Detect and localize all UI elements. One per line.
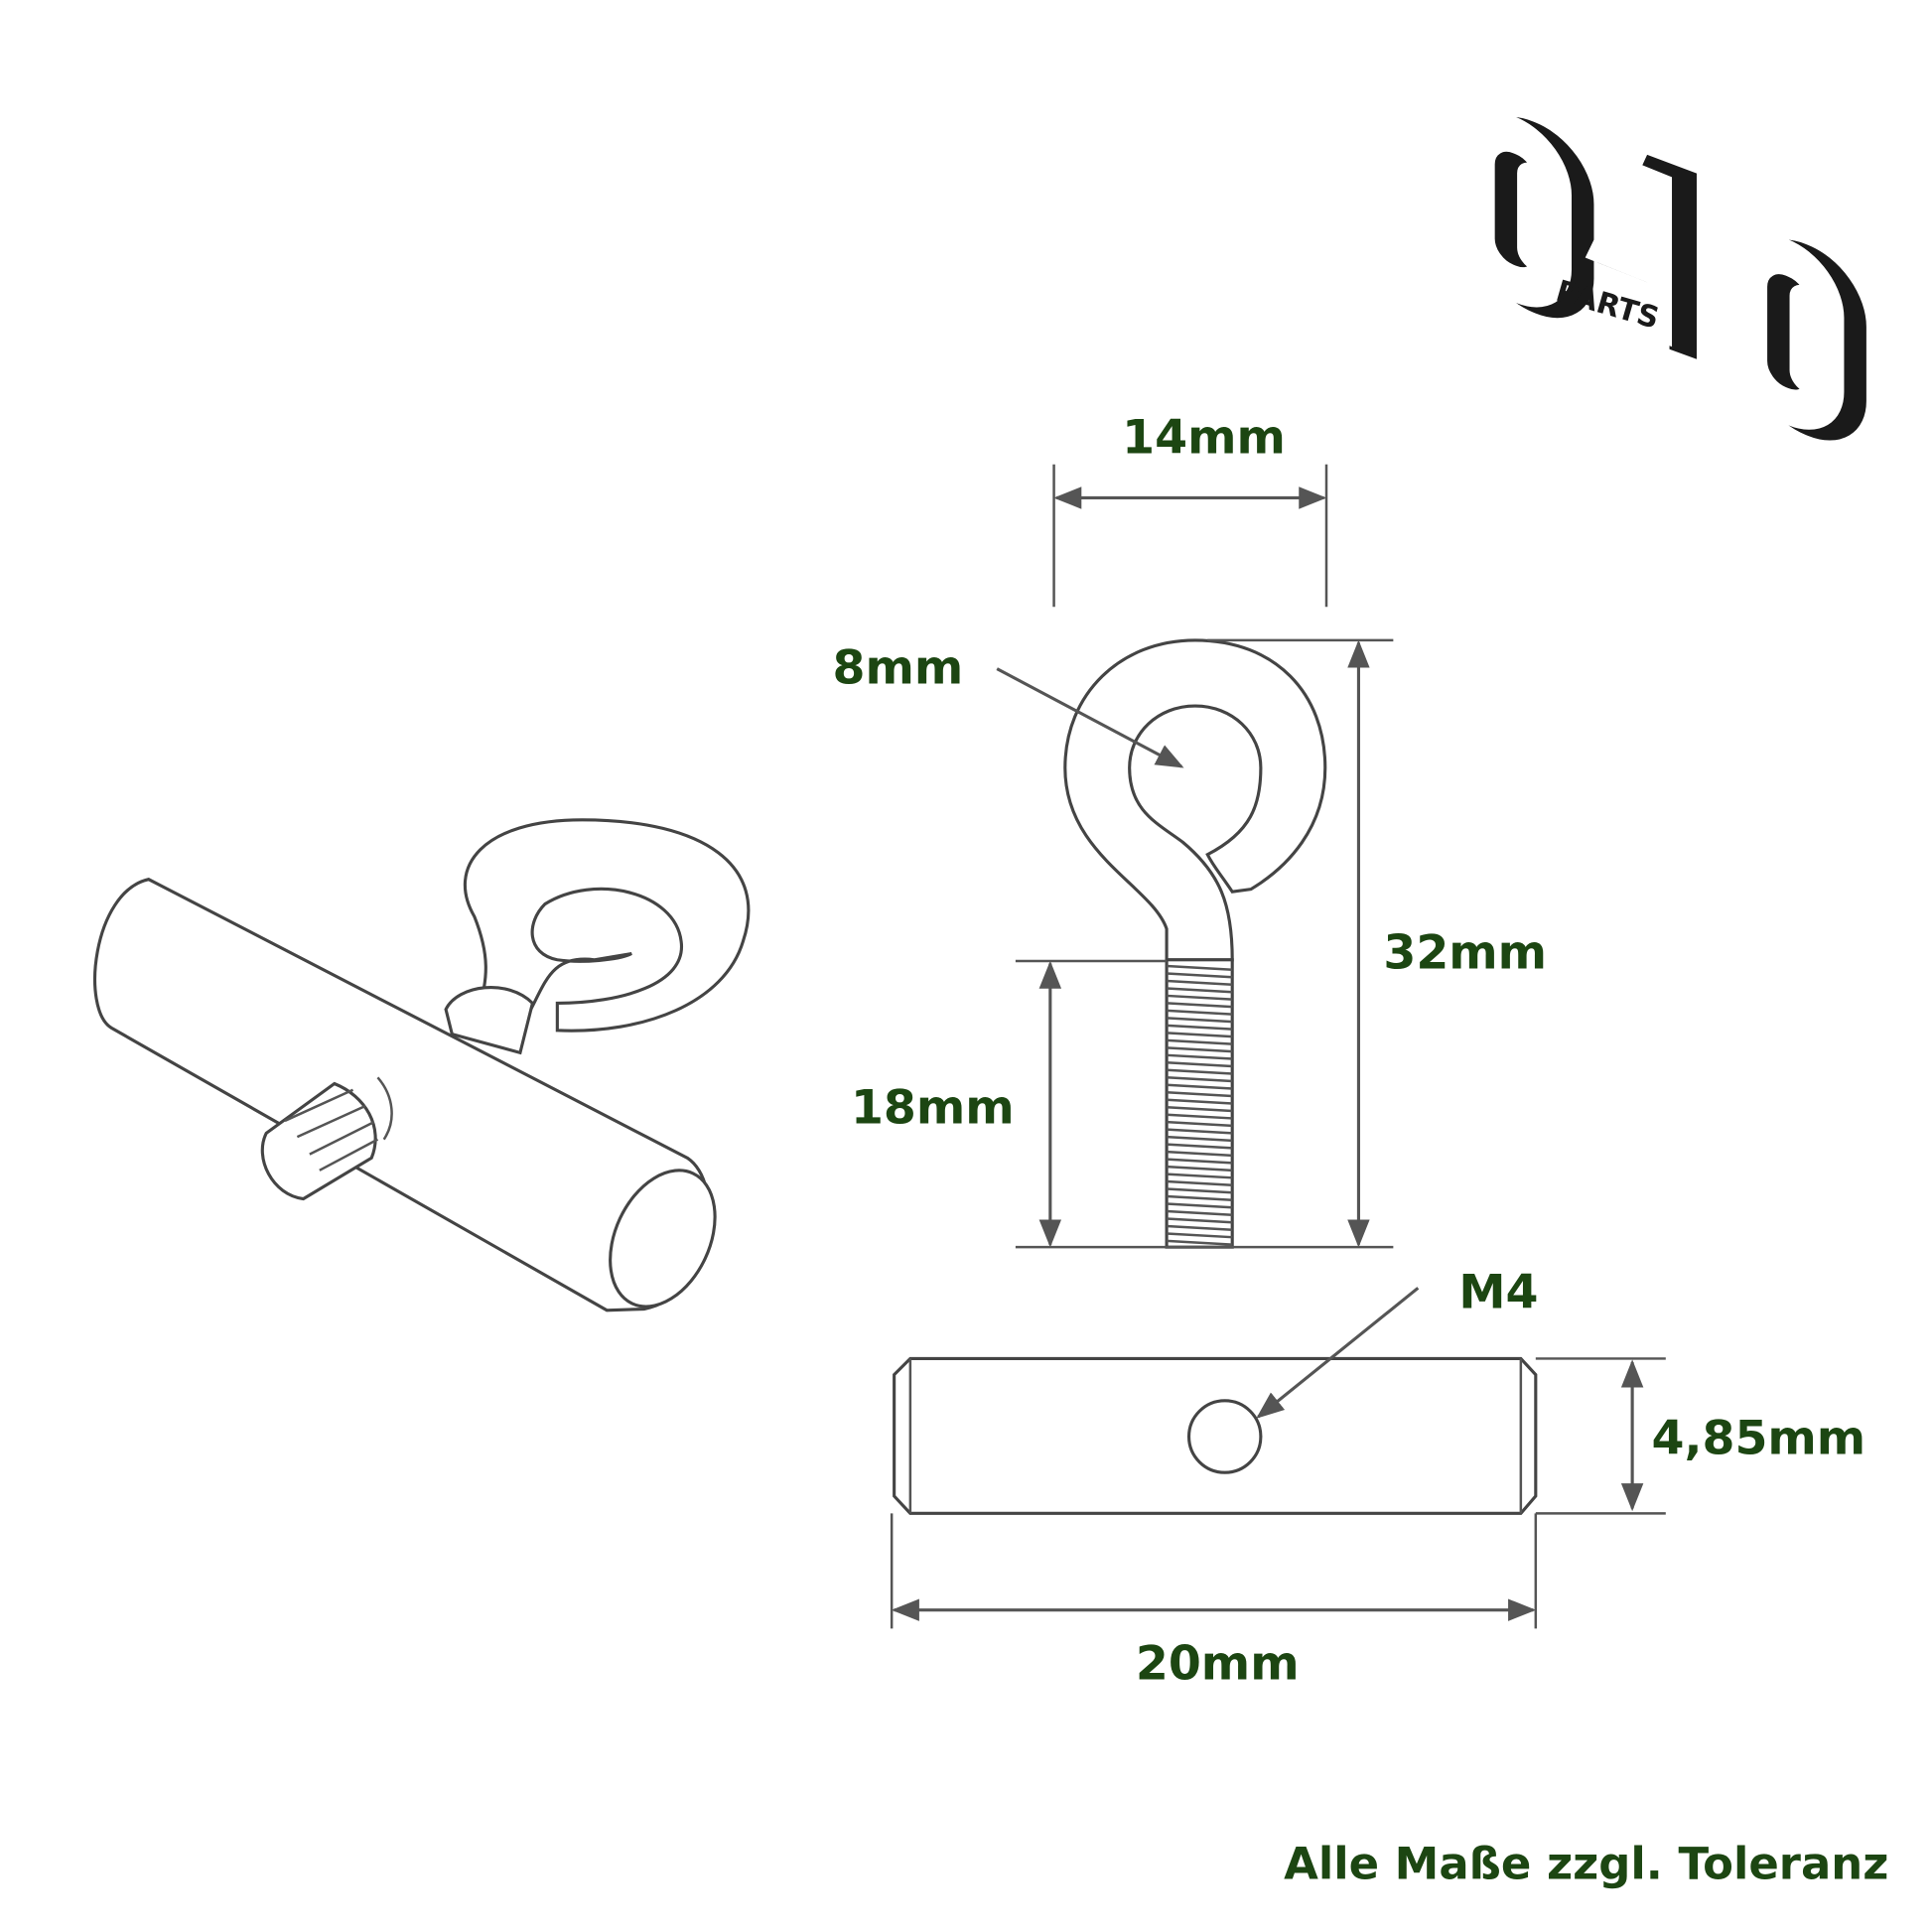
dimension-m4: M4	[1256, 1265, 1538, 1419]
eye-bolt-head	[1063, 638, 1327, 962]
label-14mm: 14mm	[1122, 411, 1286, 466]
bar-chamfer-lines	[908, 1358, 1523, 1514]
brand-logo: PARTS	[1457, 111, 1866, 441]
label-20mm: 20mm	[1136, 1637, 1300, 1692]
isometric-view	[93, 818, 751, 1312]
iso-thread	[260, 1081, 377, 1201]
tolerance-note: Alle Maße zzgl. Toleranz	[1284, 1837, 1888, 1889]
eye-bolt-view	[1063, 638, 1327, 1249]
label-32mm: 32mm	[1383, 925, 1547, 980]
label-8mm: 8mm	[833, 641, 964, 696]
logo-subtext: PARTS	[1552, 274, 1663, 337]
iso-eye	[463, 818, 751, 1033]
bar-thread-hole	[1186, 1399, 1263, 1474]
dimension-20mm: 20mm	[890, 1513, 1538, 1692]
iso-eye-thread	[444, 986, 535, 1055]
eye-bolt-threads	[1167, 964, 1233, 1246]
dimension-8mm: 8mm	[833, 641, 1184, 768]
bar-view	[893, 1356, 1538, 1515]
label-m4: M4	[1458, 1265, 1538, 1319]
dimension-14mm: 14mm	[1052, 411, 1328, 608]
label-18mm: 18mm	[851, 1080, 1015, 1135]
dimension-32mm: 32mm	[1015, 638, 1547, 1249]
iso-thread-lines	[284, 1088, 379, 1172]
label-4-85mm: 4,85mm	[1652, 1411, 1866, 1465]
dimension-4-85mm: 4,85mm	[1535, 1357, 1866, 1515]
iso-bar-end	[609, 1169, 717, 1309]
logo-digits-graphic	[1457, 111, 1866, 441]
dimension-18mm: 18mm	[851, 959, 1168, 1248]
iso-hole-arc	[376, 1076, 393, 1141]
